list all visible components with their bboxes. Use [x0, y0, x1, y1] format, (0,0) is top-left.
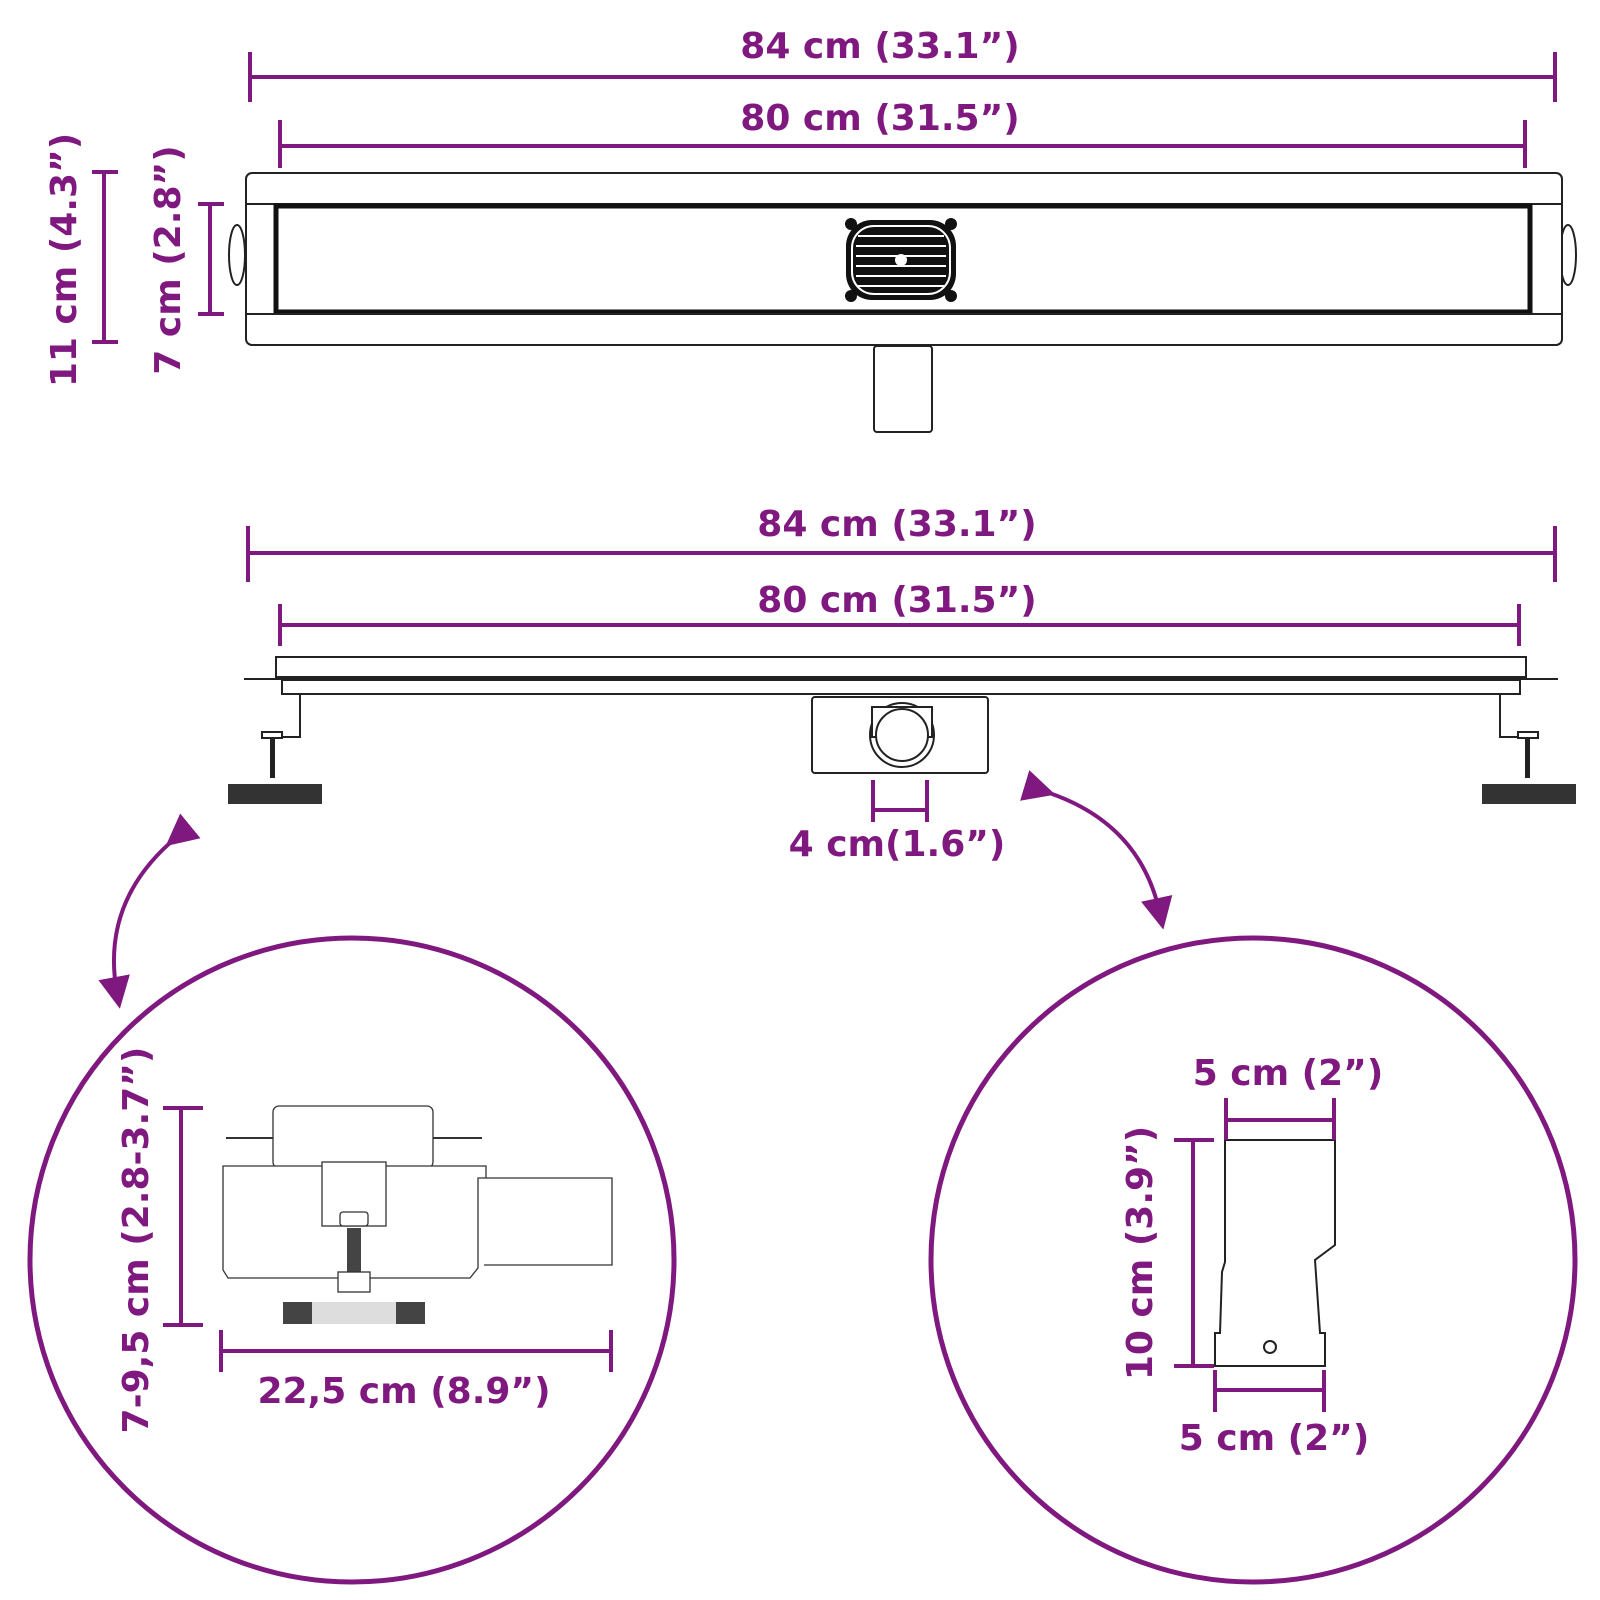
top-inner-length-label: 80 cm (31.5”) [740, 98, 1019, 139]
top-width-label: 5 cm (2”) [1193, 1053, 1384, 1094]
dim-height-range: 7-9,5 cm (2.8-3.7”) [116, 1047, 203, 1434]
dim-top-overall-length: 84 cm (33.1”) [248, 26, 1557, 102]
dim-bottom-width: 5 cm (2”) [1179, 1370, 1370, 1459]
detail-left-circle: 7-9,5 cm (2.8-3.7”) 22,5 cm (8.9”) [27, 935, 677, 1585]
dim-top-inner-width: 7 cm (2.8”) [148, 145, 224, 375]
drain-grate-icon [845, 218, 957, 302]
dim-side-inner-length: 80 cm (31.5”) [278, 580, 1521, 646]
dim-outlet-width: 4 cm(1.6”) [789, 780, 1006, 865]
arrow-right-detail [1020, 770, 1173, 930]
detail-right-circle: 5 cm (2”) 10 cm (3.9”) 5 cm (2”) [928, 935, 1578, 1585]
side-overall-length-label: 84 cm (33.1”) [757, 504, 1036, 545]
cross-section-drawing [222, 1105, 613, 1324]
dim-top-inner-length: 80 cm (31.5”) [278, 98, 1527, 168]
top-view: 84 cm (33.1”) 80 cm (31.5”) 11 cm (4.3”)… [44, 26, 1577, 433]
dim-top-overall-width: 11 cm (4.3”) [44, 133, 118, 387]
arrow-left-detail [98, 813, 201, 1009]
drain-side-drawing [228, 656, 1576, 804]
side-inner-length-label: 80 cm (31.5”) [757, 580, 1036, 621]
dim-side-overall-length: 84 cm (33.1”) [246, 504, 1557, 582]
outlet-width-label: 4 cm(1.6”) [789, 824, 1006, 865]
drain-top-drawing [228, 172, 1577, 433]
dim-pipe-height: 10 cm (3.9”) [1120, 1126, 1214, 1380]
side-view: 84 cm (33.1”) 80 cm (31.5”) [98, 504, 1576, 1009]
depth-label: 22,5 cm (8.9”) [257, 1371, 550, 1412]
dim-depth: 22,5 cm (8.9”) [219, 1330, 613, 1412]
dim-top-width: 5 cm (2”) [1193, 1053, 1384, 1140]
outlet-pipe-drawing [1214, 1139, 1336, 1367]
top-inner-width-label: 7 cm (2.8”) [148, 145, 189, 374]
height-range-label: 7-9,5 cm (2.8-3.7”) [116, 1047, 157, 1434]
bottom-width-label: 5 cm (2”) [1179, 1418, 1370, 1459]
top-overall-length-label: 84 cm (33.1”) [740, 26, 1019, 67]
top-overall-width-label: 11 cm (4.3”) [44, 133, 85, 387]
pipe-height-label: 10 cm (3.9”) [1120, 1126, 1161, 1380]
